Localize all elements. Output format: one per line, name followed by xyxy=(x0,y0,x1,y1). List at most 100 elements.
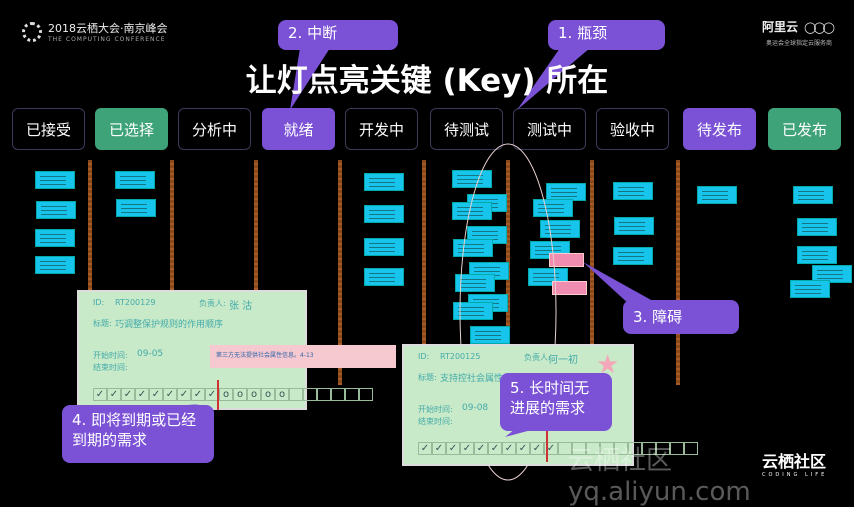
event-subtitle: THE COMPUTING CONFERENCE xyxy=(48,36,166,43)
progress-cell: ✓ xyxy=(418,442,432,455)
progress-cell: ✓ xyxy=(488,442,502,455)
progress-cell: ✓ xyxy=(107,388,121,401)
column-divider xyxy=(338,160,342,385)
task-card[interactable] xyxy=(364,205,404,223)
progress-cell xyxy=(359,388,373,401)
column-divider xyxy=(88,160,92,385)
task-card[interactable] xyxy=(452,170,492,188)
id-label: ID: xyxy=(93,298,105,307)
progress-cell xyxy=(656,442,670,455)
column-divider xyxy=(676,160,680,385)
task-card[interactable] xyxy=(613,247,653,265)
blocker-note: 第三方无法提供社会属性信息。4-13 xyxy=(210,345,396,368)
progress-cell: ✓ xyxy=(474,442,488,455)
task-card[interactable] xyxy=(613,182,653,200)
progress-cell: ✓ xyxy=(93,388,107,401)
progress-cell xyxy=(642,442,656,455)
blocker-card[interactable] xyxy=(549,253,584,267)
event-title: 2018云栖大会·南京峰会 xyxy=(48,22,168,35)
task-card[interactable] xyxy=(470,326,510,344)
stage-2[interactable]: 分析中 xyxy=(178,108,251,150)
task-card[interactable] xyxy=(453,302,493,320)
stage-3[interactable]: 就绪 xyxy=(262,108,335,150)
conference-logo: 2018云栖大会·南京峰会 THE COMPUTING CONFERENCE xyxy=(22,20,168,43)
progress-cell: ✓ xyxy=(502,442,516,455)
progress-cell: ✓ xyxy=(163,388,177,401)
yunqi-logo-text: 云栖社区 xyxy=(762,452,827,471)
task-card[interactable] xyxy=(790,280,830,298)
progress-cell: o xyxy=(233,388,247,401)
task-card[interactable] xyxy=(116,199,156,217)
callout-bottleneck: 1. 瓶颈 xyxy=(548,20,665,50)
today-marker xyxy=(217,380,219,410)
task-card[interactable] xyxy=(455,274,495,292)
brand-name: 阿里云 xyxy=(762,20,799,34)
task-card[interactable] xyxy=(452,202,492,220)
end-label: 结束时间: xyxy=(93,363,128,372)
progress-cell: ✓ xyxy=(135,388,149,401)
task-card[interactable] xyxy=(614,217,654,235)
callout-due-requirements: 4. 即将到期或已经到期的需求 xyxy=(62,405,214,463)
progress-cell: o xyxy=(275,388,289,401)
progress-cell: o xyxy=(247,388,261,401)
aliyun-logo: 阿里云◯◯◯ 奥运会全球指定云服务商 xyxy=(762,18,835,47)
card-title: 巧调整保护规则的作用顺序 xyxy=(115,320,224,330)
callout-obstacle: 3. 障碍 xyxy=(623,300,739,334)
card-id: RT200129 xyxy=(115,298,156,307)
task-card[interactable] xyxy=(35,229,75,247)
task-card[interactable] xyxy=(797,246,837,264)
owner-label: 负责人: xyxy=(199,299,226,308)
progress-cell xyxy=(345,388,359,401)
owner: 何一初 xyxy=(548,355,578,366)
card-id: RT200125 xyxy=(440,352,481,361)
progress-cell xyxy=(600,442,614,455)
progress-cell xyxy=(317,388,331,401)
task-card[interactable] xyxy=(797,218,837,236)
progress-cell xyxy=(614,442,628,455)
task-card[interactable] xyxy=(115,171,155,189)
task-card[interactable] xyxy=(812,265,852,283)
stage-6[interactable]: 测试中 xyxy=(513,108,586,150)
stage-9[interactable]: 已发布 xyxy=(768,108,841,150)
task-card[interactable] xyxy=(35,256,75,274)
owner: 张 沽 xyxy=(229,301,253,312)
task-card[interactable] xyxy=(364,238,404,256)
stage-0[interactable]: 已接受 xyxy=(12,108,85,150)
id-label: ID: xyxy=(418,352,430,361)
brand-sub: 奥运会全球指定云服务商 xyxy=(765,40,832,47)
card-title: 支持控社会属性 xyxy=(440,374,504,384)
progress-cell: o xyxy=(219,388,233,401)
stage-7[interactable]: 验收中 xyxy=(596,108,669,150)
task-card[interactable] xyxy=(793,186,833,204)
start-date: 09-08 xyxy=(462,403,489,413)
progress-cell xyxy=(303,388,317,401)
progress-cell: ✓ xyxy=(460,442,474,455)
progress-cell: ✓ xyxy=(191,388,205,401)
yunqi-logo-sub: CODING LIFE xyxy=(762,472,828,478)
column-divider xyxy=(170,160,174,385)
progress-cell: ✓ xyxy=(121,388,135,401)
blocker-card[interactable] xyxy=(552,281,587,295)
task-card[interactable] xyxy=(540,220,580,238)
task-card[interactable] xyxy=(697,186,737,204)
callout-interruption: 2. 中断 xyxy=(278,20,398,50)
task-card[interactable] xyxy=(35,171,75,189)
progress-cell xyxy=(586,442,600,455)
progress-cell: ✓ xyxy=(544,442,558,455)
stage-5[interactable]: 待测试 xyxy=(430,108,503,150)
stage-1[interactable]: 已选择 xyxy=(95,108,168,150)
callout-tails xyxy=(150,48,660,437)
stage-4[interactable]: 开发中 xyxy=(345,108,418,150)
task-card[interactable] xyxy=(364,173,404,191)
task-card[interactable] xyxy=(36,201,76,219)
task-card[interactable] xyxy=(533,199,573,217)
stage-8[interactable]: 待发布 xyxy=(683,108,756,150)
requirement-card-overdue[interactable]: ID: RT200129 负责人: 张 沽 标题: 巧调整保护规则的作用顺序 开… xyxy=(77,290,373,410)
column-divider xyxy=(590,160,594,385)
task-card[interactable] xyxy=(364,268,404,286)
column-divider xyxy=(422,160,426,385)
progress-cell xyxy=(289,388,303,401)
title-label: 标题: xyxy=(418,373,437,382)
star-icon: ★ xyxy=(596,350,620,380)
